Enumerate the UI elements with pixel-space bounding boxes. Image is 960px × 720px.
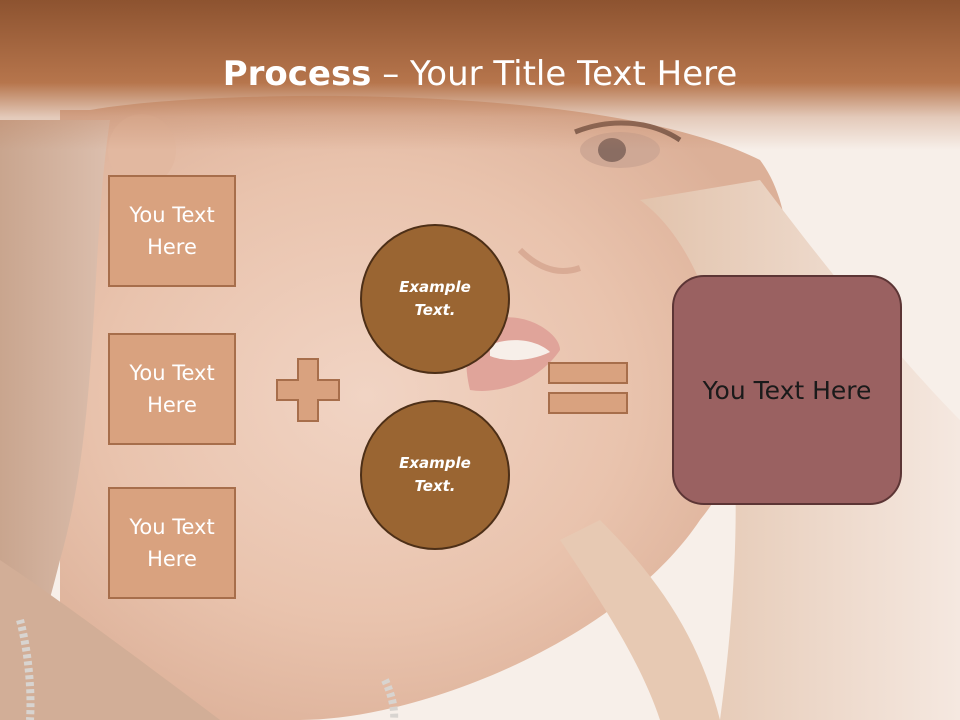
text-box-1-label: You Text Here	[129, 203, 215, 259]
text-box-1: You Text Here	[108, 175, 236, 287]
title-strong: Process	[222, 54, 372, 94]
example-circle-2-label: Example Text.	[399, 454, 471, 495]
result-box: You Text Here	[672, 275, 902, 505]
example-circle-1-label: Example Text.	[399, 278, 471, 319]
text-box-2-label: You Text Here	[129, 361, 215, 417]
text-box-3-label: You Text Here	[129, 515, 215, 571]
text-box-3: You Text Here	[108, 487, 236, 599]
title-rest: – Your Title Text Here	[371, 54, 738, 94]
title-bar	[0, 0, 960, 150]
text-box-2: You Text Here	[108, 333, 236, 445]
slide-title: Process – Your Title Text Here	[0, 52, 960, 96]
plus-icon	[276, 358, 340, 422]
example-circle-1: Example Text.	[360, 224, 510, 374]
result-box-label: You Text Here	[702, 375, 872, 405]
equals-icon	[548, 362, 628, 414]
example-circle-2: Example Text.	[360, 400, 510, 550]
